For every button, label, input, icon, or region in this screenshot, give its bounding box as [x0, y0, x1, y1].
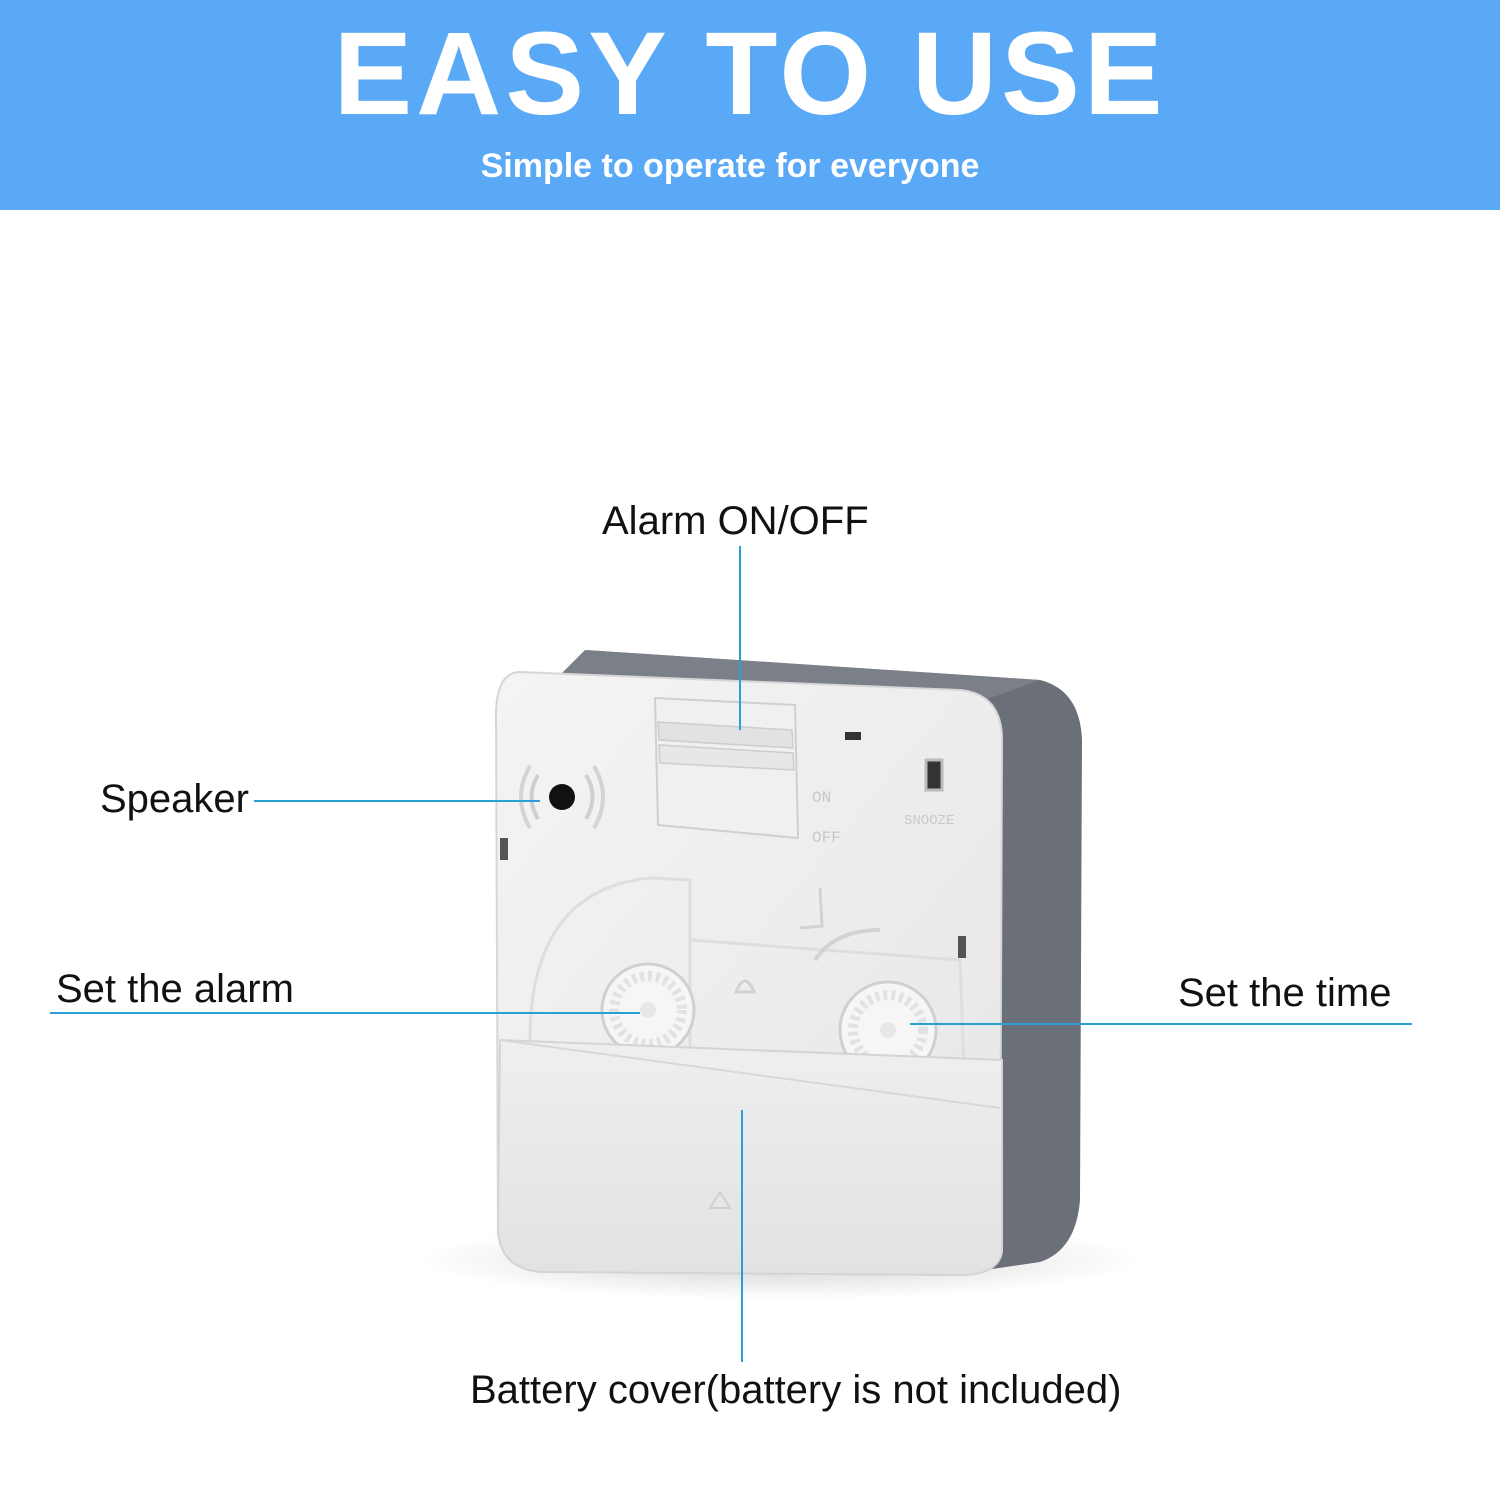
- callout-alarm-onoff: Alarm ON/OFF: [602, 499, 869, 543]
- switch-indicator-slot: [845, 732, 861, 740]
- alarm-set-knob: [600, 962, 696, 1058]
- snooze-label: SNOOZE: [904, 813, 954, 829]
- callout-speaker: Speaker: [100, 777, 249, 821]
- speaker-icon: [549, 784, 575, 810]
- callout-set-alarm: Set the alarm: [56, 967, 294, 1011]
- header-banner: EASY TO USE Simple to operate for everyo…: [0, 0, 1500, 210]
- callout-lines: [50, 546, 1412, 1362]
- callout-battery-cover: Battery cover(battery is not included): [470, 1368, 1122, 1412]
- switch-on-label: ON: [812, 789, 831, 807]
- callout-set-time: Set the time: [1178, 971, 1392, 1015]
- snooze-slot: [924, 758, 944, 792]
- clock-housing-side: [585, 650, 1082, 1270]
- switch-off-label: OFF: [812, 829, 841, 847]
- battery-cover: [496, 1038, 1003, 1277]
- page-subtitle: Simple to operate for everyone: [480, 147, 980, 185]
- page-title: EASY TO USE: [333, 8, 1167, 140]
